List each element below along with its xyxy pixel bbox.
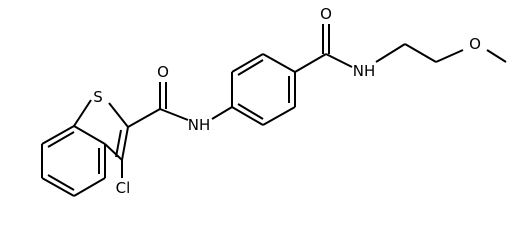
- chlorine-atom-label: Cl: [116, 179, 131, 197]
- phenylene-ring: [211, 53, 296, 126]
- amide-nitrogen-1-label: NH: [188, 116, 211, 134]
- amide-1-bonds: [127, 82, 189, 128]
- sulfur-atom-label: S: [93, 88, 103, 106]
- carbonyl-oxygen-2-label: O: [320, 5, 332, 23]
- amide-2-bonds: [294, 24, 353, 73]
- amide-nitrogen-2-label: NH: [353, 62, 376, 80]
- chemical-structure-diagram: S Cl O NH O NH O: [41, 5, 507, 197]
- benzene-ring-fused: [41, 125, 106, 197]
- thiophene-ring: [73, 99, 129, 161]
- methoxyethyl-chain: [375, 43, 507, 63]
- ether-oxygen-label: O: [469, 35, 481, 53]
- carbonyl-oxygen-1-label: O: [157, 63, 169, 81]
